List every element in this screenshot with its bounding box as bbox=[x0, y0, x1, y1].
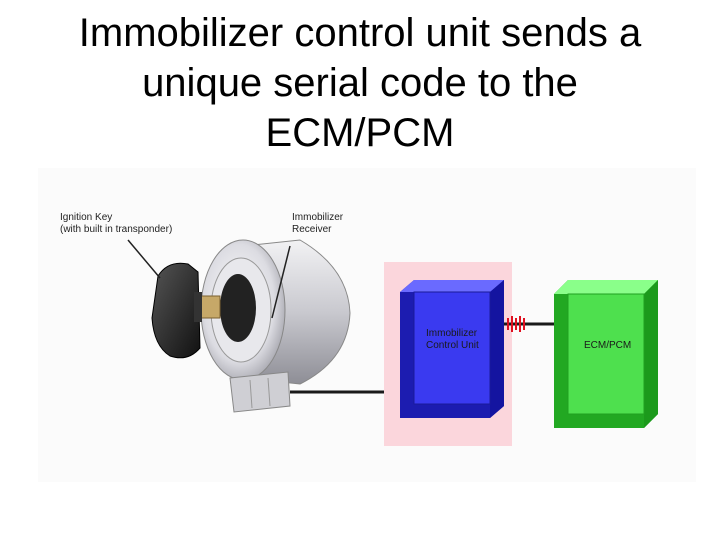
ignition-key-icon bbox=[151, 262, 221, 359]
ecm-box bbox=[554, 280, 658, 428]
slide-title: Immobilizer control unit sends a unique … bbox=[20, 8, 700, 158]
control-unit-label-line-2: Control Unit bbox=[426, 340, 479, 351]
ignition-key-label-line-2: (with built in transponder) bbox=[60, 224, 173, 235]
receiver-leader-line bbox=[271, 245, 291, 319]
control-unit-label-line-1: Immobilizer bbox=[426, 328, 478, 339]
ignition-cylinder-icon bbox=[200, 239, 351, 413]
receiver-label-line-2: Receiver bbox=[292, 224, 332, 235]
control-unit-box bbox=[400, 280, 504, 418]
receiver-label: Immobilizer Receiver bbox=[292, 212, 343, 236]
slide-title-line-1: Immobilizer control unit sends a bbox=[78, 11, 642, 55]
slide-title-line-2: unique serial code to the bbox=[142, 61, 578, 105]
key-leader-line bbox=[127, 239, 161, 279]
control-unit-label: Immobilizer Control Unit bbox=[426, 328, 479, 352]
receiver-label-line-1: Immobilizer bbox=[292, 212, 344, 223]
ecm-label: ECM/PCM bbox=[584, 340, 632, 351]
slide-title-line-3: ECM/PCM bbox=[265, 111, 455, 155]
immobilizer-diagram: Ignition Key (with built in transponder)… bbox=[38, 168, 696, 482]
ignition-key-label: Ignition Key (with built in transponder) bbox=[60, 212, 172, 236]
diagram-artwork bbox=[127, 239, 658, 446]
signal-wave-icon bbox=[507, 316, 525, 332]
ignition-key-label-line-1: Ignition Key bbox=[60, 212, 113, 223]
